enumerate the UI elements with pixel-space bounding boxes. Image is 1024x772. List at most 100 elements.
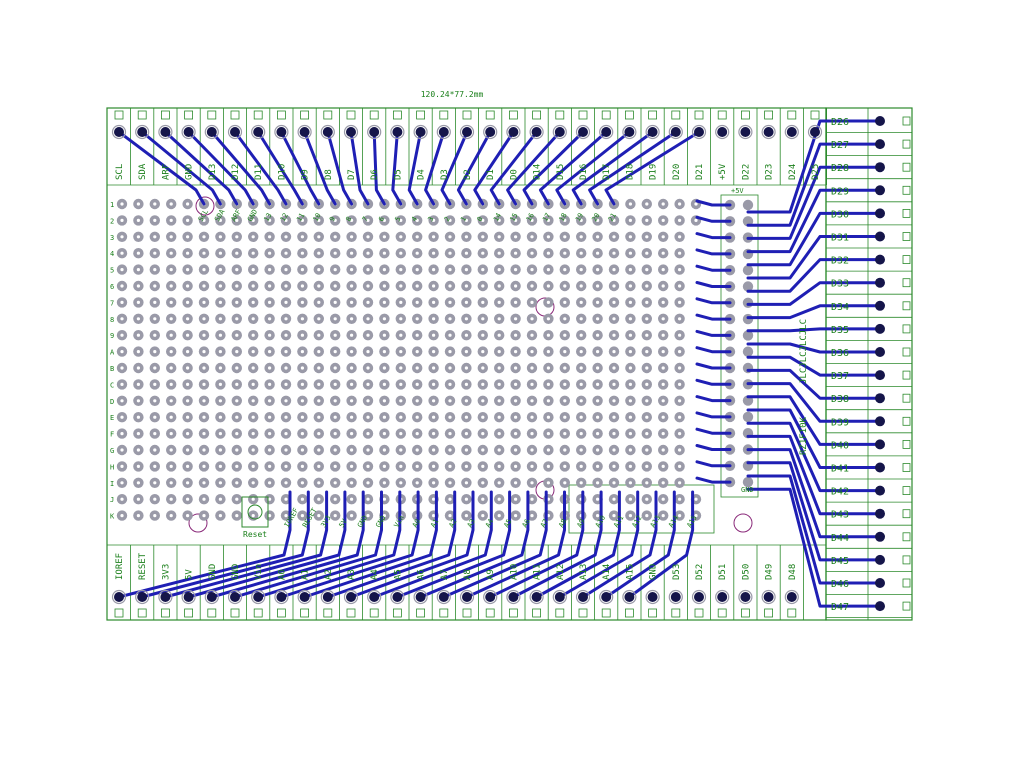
grid-pad-hole [317, 251, 321, 255]
grid-pad-hole [366, 251, 370, 255]
grid-pad-hole [481, 399, 485, 403]
top-terminal-pad [276, 127, 287, 137]
grid-pad-hole [186, 432, 190, 436]
bottom-terminal-pad [183, 592, 194, 602]
grid-pad-hole [481, 497, 485, 501]
grid-pad-hole [350, 350, 354, 354]
grid-pad-hole [251, 382, 255, 386]
grid-pad-hole [218, 300, 222, 304]
trace-bottom-a1 [303, 490, 438, 599]
right-terminal-marker [902, 439, 911, 449]
top-terminal-pad [346, 127, 356, 137]
grid-pad-hole [153, 481, 157, 485]
grid-pad-hole [350, 399, 354, 403]
inner-top-label-6: 6 [377, 215, 386, 223]
grid-pad-hole [333, 366, 337, 370]
bottom-terminal-marker [392, 608, 402, 618]
top-terminal-pad-ring [645, 124, 660, 140]
grid-pad-hole [350, 251, 354, 255]
grid-pad-hole [136, 382, 140, 386]
grid-pad-hole [530, 284, 534, 288]
grid-pad-hole [284, 514, 288, 518]
grid-pad-hole [317, 366, 321, 370]
grid-pad-hole [186, 399, 190, 403]
grid-pad-hole [596, 514, 600, 518]
bottom-terminal-pad [670, 592, 681, 602]
grid-pad-hole [202, 235, 206, 239]
grid-pad-hole [579, 317, 583, 321]
trace-bottom-reset [140, 490, 310, 599]
grid-pad-hole [596, 481, 600, 485]
right-terminal-label-d36: D36 [831, 348, 849, 359]
bottom-terminal-label-a10: A10 [509, 564, 519, 580]
grid-pad-hole [678, 514, 682, 518]
row-label-e: E [110, 414, 114, 422]
right-terminal-marker [902, 255, 911, 265]
grid-pad-hole [202, 350, 206, 354]
grid-pad-hole [432, 333, 436, 337]
grid-pad-hole [399, 415, 403, 419]
right-terminal-pad [875, 208, 885, 219]
right-terminal-marker [902, 509, 911, 519]
top-terminal-label-d2: D2 [463, 169, 473, 180]
grid-pad-hole [268, 415, 272, 419]
grid-pad-hole [628, 497, 633, 501]
grid-pad-hole [661, 350, 665, 354]
top-terminal-pad [601, 127, 612, 137]
grid-pad-hole [415, 415, 419, 419]
grid-pad-hole [415, 350, 419, 354]
grid-pad-hole [530, 350, 534, 354]
grid-pad-hole [120, 235, 124, 239]
bottom-terminal-pad [438, 592, 449, 602]
grid-pad-hole [366, 218, 370, 222]
inner-top-label-0: 0 [476, 215, 485, 223]
grid-pad-hole [153, 514, 157, 518]
grid-pad-hole [596, 497, 600, 501]
copper-traces [117, 119, 882, 608]
right-terminal-pad [875, 485, 885, 496]
grid-pad-hole [432, 448, 436, 452]
grid-pad-hole [678, 268, 682, 272]
bottom-terminal-label-a8: A8 [463, 569, 473, 580]
top-terminal-marker [555, 110, 565, 120]
grid-pad-hole [136, 432, 140, 436]
grid-pad-hole [530, 432, 534, 436]
trace-header-fan [695, 297, 732, 305]
grid-pad-hole [350, 300, 354, 304]
grid-pad-hole [596, 218, 600, 222]
grid-pad-hole [333, 415, 337, 419]
top-terminal-label-d17: D17 [602, 164, 612, 180]
grid-pad-hole [350, 415, 354, 419]
grid-pad-hole [399, 481, 403, 485]
grid-pad-hole [546, 235, 551, 239]
bottom-terminal-marker [114, 608, 124, 618]
grid-pad-hole [268, 497, 272, 501]
grid-pad-hole [218, 481, 222, 485]
bottom-terminal-marker [717, 608, 727, 618]
bottom-terminal-label-d53: D53 [672, 564, 682, 580]
inner-bottom-label-a5: A5 [502, 518, 513, 529]
grid-pad-hole [136, 317, 140, 321]
grid-pad-hole [186, 317, 190, 321]
top-terminal-pad-ring [459, 124, 475, 140]
trace-right-d47 [746, 487, 882, 608]
grid-pad-hole [399, 284, 403, 288]
row-label-k: K [110, 513, 115, 521]
grid-pad-hole [661, 415, 665, 419]
bottom-terminal-marker [137, 608, 147, 618]
top-terminal-marker [300, 110, 310, 120]
trace-right-d27 [746, 142, 882, 227]
grid-pad-hole [464, 514, 468, 518]
grid-pad-hole [350, 448, 354, 452]
top-terminal-pad [369, 127, 380, 137]
right-terminal-label-d28: D28 [831, 163, 849, 174]
grid-pad-hole [366, 382, 370, 386]
grid-pad-hole [382, 235, 386, 239]
grid-pad-hole [202, 514, 206, 518]
right-terminal-label-d39: D39 [831, 417, 849, 428]
grid-pad-hole [661, 317, 665, 321]
grid-pad-hole [251, 284, 255, 288]
bottom-terminal-marker [578, 608, 588, 618]
grid-pad-hole [678, 366, 682, 370]
trace-header-fan [695, 362, 732, 370]
